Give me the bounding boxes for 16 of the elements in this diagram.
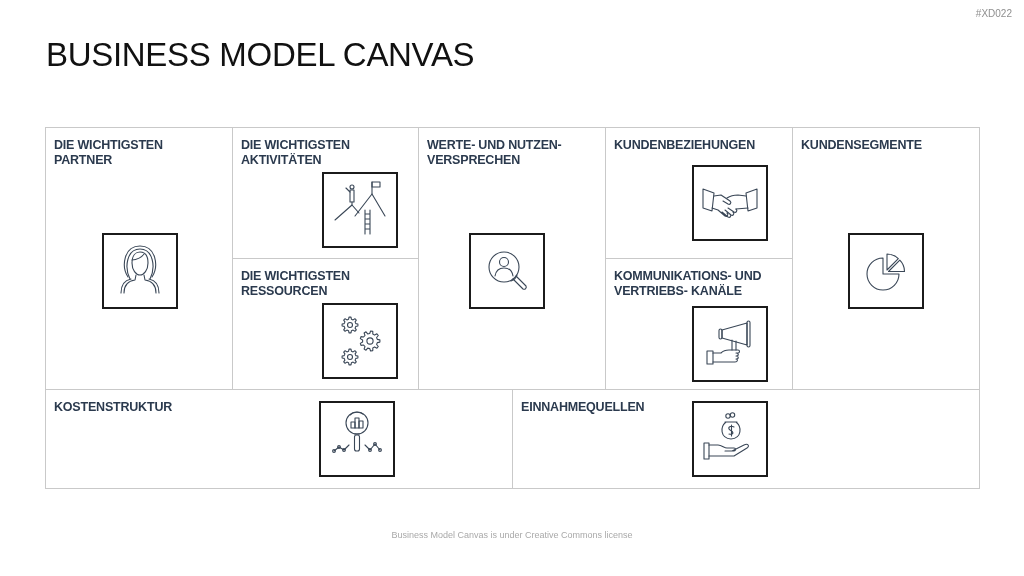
canvas-cell: [45, 389, 513, 489]
canvas-cell: [792, 127, 980, 390]
page-title: BUSINESS MODEL CANVAS: [46, 36, 475, 74]
cell-heading: DIE WICHTIGSTEN AKTIVITÄTEN: [241, 138, 351, 168]
cell-heading: DIE WICHTIGSTEN RESSOURCEN: [241, 269, 351, 299]
canvas-cell: [512, 389, 980, 489]
cell-heading: KOMMUNIKATIONS- UND VERTRIEBS- KANÄLE: [614, 269, 763, 299]
canvas-cell: [45, 127, 233, 390]
cell-heading: DIE WICHTIGSTEN PARTNER: [54, 138, 164, 168]
cell-heading: KUNDENBEZIEHUNGEN: [614, 138, 756, 153]
cell-heading: KOSTENSTRUKTUR: [54, 400, 173, 415]
cell-heading: EINNAHMEQUELLEN: [521, 400, 645, 415]
cell-heading: KUNDENSEGMENTE: [801, 138, 922, 153]
footer-caption: Business Model Canvas is under Creative Commons license: [391, 530, 633, 540]
cell-heading: WERTE- UND NUTZEN- VERSPRECHEN: [427, 138, 563, 168]
slide-code: #XD022: [975, 8, 1012, 19]
